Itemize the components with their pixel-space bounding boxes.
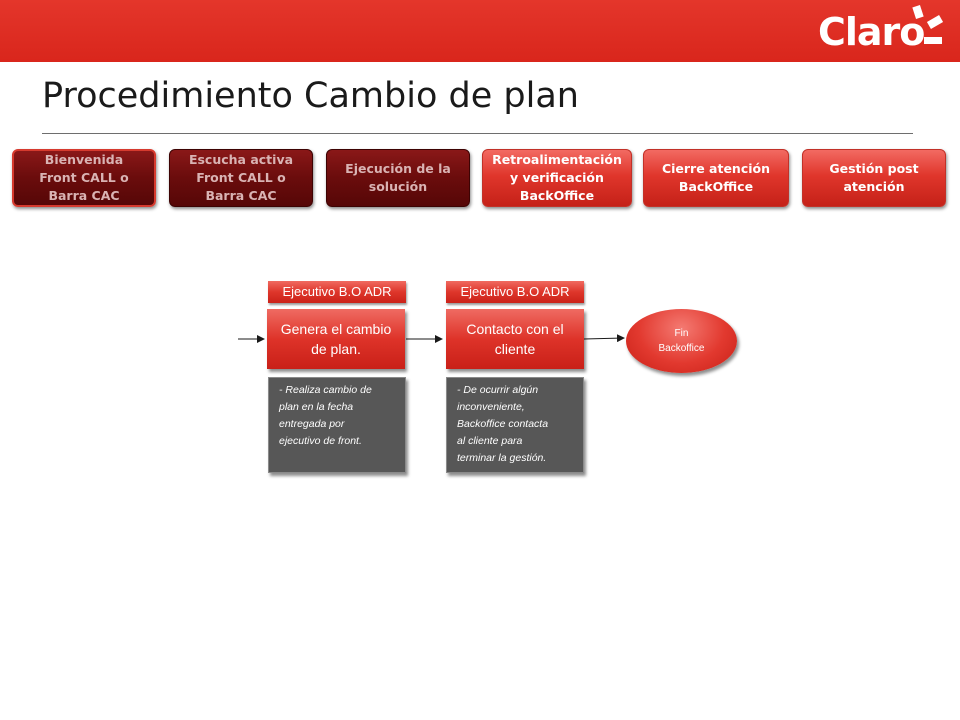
process-step-6: Gestión post atención	[802, 149, 946, 207]
lane-1-action-box: Genera el cambio de plan.	[267, 309, 405, 369]
connector-contacto-to-fin	[583, 334, 625, 343]
process-step-2: Escucha activa Front CALL o Barra CAC	[169, 149, 313, 207]
process-step-4: Retroalimentación y verificación BackOff…	[482, 149, 632, 207]
lane-2-note-box: - De ocurrir algún inconveniente, Backof…	[446, 377, 584, 473]
process-step-3: Ejecución de la solución	[326, 149, 470, 207]
process-step-1: Bienvenida Front CALL o Barra CAC	[12, 149, 156, 207]
title-divider	[42, 133, 913, 134]
lane-1-note-box: - Realiza cambio de plan en la fecha ent…	[268, 377, 406, 473]
claro-logo-rays-icon	[912, 5, 944, 44]
page-title: Procedimiento Cambio de plan	[42, 76, 579, 116]
lane-2-role-label: Ejecutivo B.O ADR	[446, 281, 584, 303]
lane-2-action-box: Contacto con el cliente	[446, 309, 584, 369]
brand-header-bar: Claro	[0, 0, 960, 62]
claro-logo: Claro	[818, 10, 925, 54]
process-step-5: Cierre atención BackOffice	[643, 149, 789, 207]
lane-1-role-label: Ejecutivo B.O ADR	[268, 281, 406, 303]
end-node-fin-backoffice: Fin Backoffice	[626, 309, 737, 373]
